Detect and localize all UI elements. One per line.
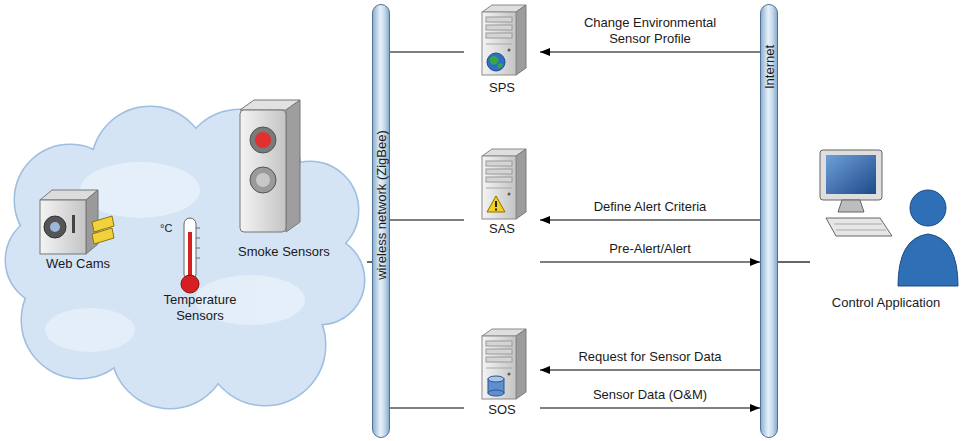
user-icon bbox=[898, 190, 958, 286]
thermometer-icon bbox=[181, 218, 200, 293]
node-label: Web Cams bbox=[26, 256, 130, 272]
network-label: wireless network (ZigBee) bbox=[374, 130, 389, 280]
message-arrow bbox=[540, 261, 760, 262]
node-label: Temperature Sensors bbox=[143, 292, 257, 323]
unit-label: °C bbox=[160, 222, 172, 234]
node-label: SOS bbox=[464, 402, 540, 418]
message-arrow bbox=[540, 219, 760, 220]
server-node: SAS bbox=[464, 145, 540, 270]
sps-server-icon bbox=[482, 5, 526, 75]
link-line bbox=[778, 261, 810, 262]
web-cam-icon bbox=[40, 190, 114, 254]
sensor-cloud bbox=[6, 107, 364, 408]
network-label: Internet bbox=[762, 45, 777, 89]
network-bar: wireless network (ZigBee) bbox=[372, 4, 390, 438]
sos-server-icon bbox=[482, 329, 526, 399]
message-label: Change Environmental Sensor Profile bbox=[561, 15, 740, 48]
sas-server-icon bbox=[482, 149, 526, 219]
link-line bbox=[390, 219, 464, 220]
message-label: Sensor Data (O&M) bbox=[591, 387, 709, 403]
server-node: SOS bbox=[464, 326, 540, 438]
link-line bbox=[390, 407, 464, 408]
message-label: Pre-Alert/Alert bbox=[607, 241, 693, 257]
network-bar: Internet bbox=[760, 4, 778, 438]
node-label: SAS bbox=[464, 221, 540, 237]
client-node: Control Application bbox=[810, 140, 962, 318]
node-label: Control Application bbox=[810, 295, 962, 311]
message-label: Request for Sensor Data bbox=[576, 349, 723, 365]
message-arrow bbox=[540, 407, 760, 408]
sensor-node: Web Cams bbox=[26, 178, 130, 276]
node-label: Smoke Sensors bbox=[226, 244, 342, 260]
message-arrow bbox=[540, 369, 760, 370]
message-label: Define Alert Criteria bbox=[592, 199, 709, 215]
smoke-sensor-icon bbox=[240, 100, 300, 232]
node-label: SPS bbox=[464, 80, 540, 96]
sensor-node: Smoke Sensors bbox=[226, 92, 342, 264]
workstation-icon bbox=[820, 150, 892, 236]
server-node: SPS bbox=[464, 2, 540, 98]
sensor-cloud-region: Web Cams Smoke SensorsTemperature Sensors bbox=[5, 100, 367, 412]
message-arrow bbox=[540, 51, 760, 52]
link-line bbox=[390, 51, 464, 52]
